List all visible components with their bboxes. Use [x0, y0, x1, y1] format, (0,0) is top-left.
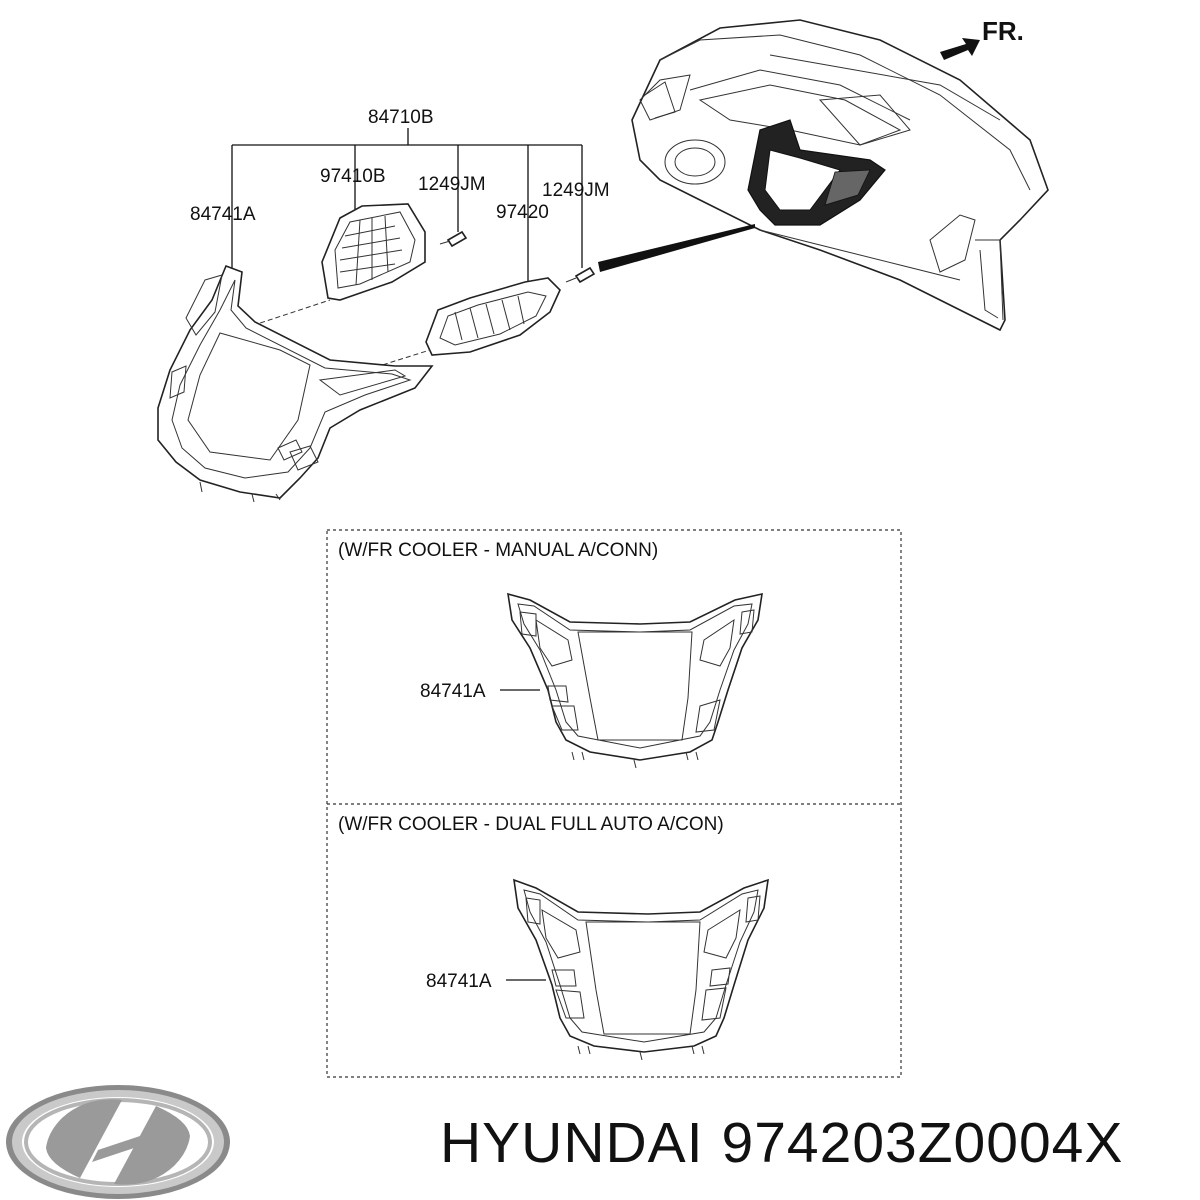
brand-name: HYUNDAI [440, 1111, 704, 1175]
variant-caption-auto: (W/FR COOLER - DUAL FULL AUTO A/CON) [338, 814, 724, 835]
variant-label-auto: 84741A [426, 971, 492, 992]
lower-air-vent [425, 277, 561, 356]
front-direction-label: FR. [982, 16, 1024, 46]
callout-assembly: 84710B [368, 107, 434, 128]
callout-panel-left: 84741A [190, 204, 256, 225]
front-direction-indicator: FR. [940, 16, 1024, 60]
callout-screw-lower: 1249JM [542, 180, 610, 201]
product-title: HYUNDAI 974203Z0004X [440, 1108, 1141, 1178]
center-fascia-panel [157, 264, 434, 503]
callout-vent-upper: 97410B [320, 166, 386, 187]
hyundai-logo [6, 1085, 230, 1199]
fascia-panel-auto [513, 878, 769, 1061]
variant-label-manual: 84741A [420, 681, 486, 702]
fascia-panel-manual [507, 592, 763, 769]
front-arrow-icon [940, 38, 980, 60]
part-number: 974203Z0004X [721, 1111, 1124, 1175]
upper-air-vent [321, 203, 426, 301]
callout-vent-lower: 97420 [496, 202, 549, 223]
lower-screw [565, 266, 596, 284]
detail-pointer [598, 224, 755, 272]
callout-leaders [231, 128, 583, 282]
variant-caption-manual: (W/FR COOLER - MANUAL A/CONN) [338, 540, 658, 561]
dashboard-illustration [631, 19, 1049, 332]
upper-screw [439, 230, 468, 248]
callout-screw-upper: 1249JM [418, 174, 486, 195]
